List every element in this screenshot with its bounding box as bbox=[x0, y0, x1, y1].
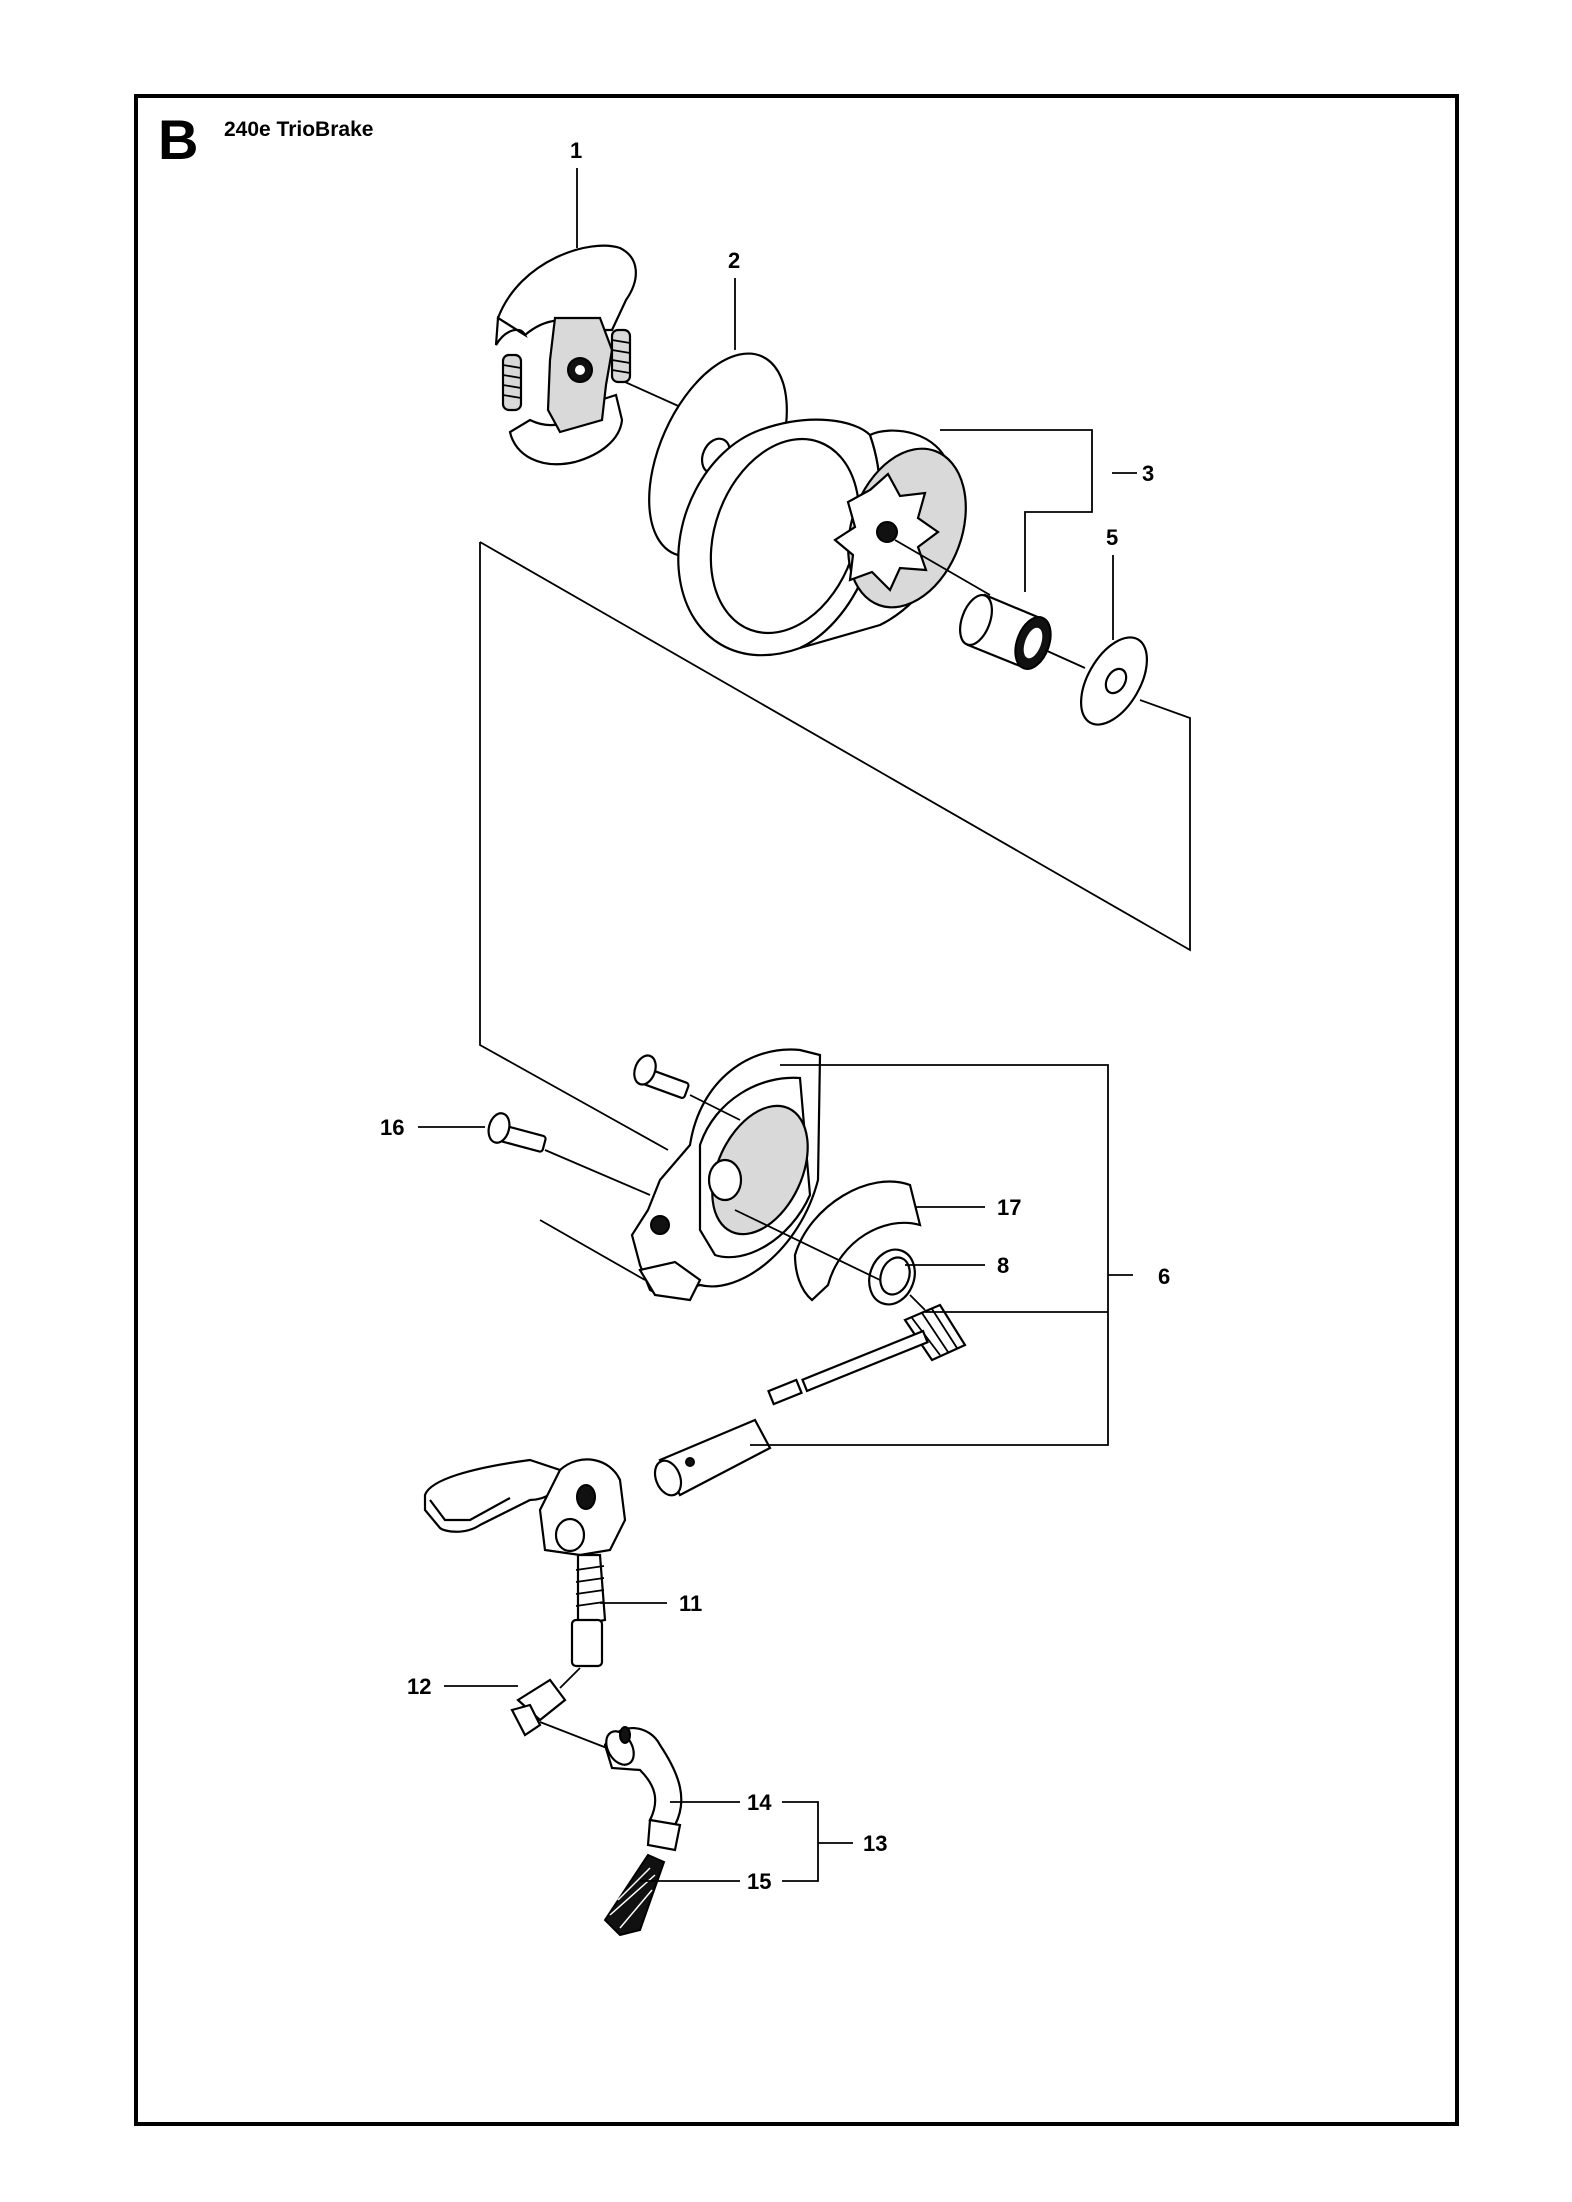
drawing-frame bbox=[134, 94, 1459, 2126]
callout-8: 8 bbox=[997, 1253, 1009, 1278]
callout-2: 2 bbox=[728, 248, 740, 273]
leader-lines bbox=[418, 168, 1137, 1882]
part-clutch-drum bbox=[677, 418, 991, 657]
callout-12: 12 bbox=[407, 1674, 431, 1699]
part-oil-pump-lever bbox=[423, 1458, 627, 1668]
part-oil-hose bbox=[603, 1726, 683, 1937]
callout-5: 5 bbox=[1106, 525, 1118, 550]
callout-3: 3 bbox=[1142, 461, 1154, 486]
callout-16: 16 bbox=[380, 1115, 404, 1140]
part-needle-bearing bbox=[959, 593, 1086, 670]
section-title: 240e TrioBrake bbox=[224, 118, 374, 141]
part-small-washer bbox=[1079, 636, 1149, 726]
callout-14: 14 bbox=[747, 1790, 772, 1815]
callout-1: 1 bbox=[570, 138, 582, 163]
callout-6: 6 bbox=[1158, 1264, 1170, 1289]
part-pump-shaft bbox=[653, 1209, 967, 1497]
part-brake-shoe bbox=[793, 1180, 922, 1302]
callout-15: 15 bbox=[747, 1869, 771, 1894]
part-clutch bbox=[494, 244, 706, 466]
callout-11: 11 bbox=[679, 1591, 702, 1616]
callout-13: 13 bbox=[863, 1831, 887, 1856]
part-screw bbox=[487, 1112, 651, 1196]
part-elbow-fitting bbox=[510, 1667, 613, 1751]
part-brake-housing bbox=[539, 1048, 822, 1302]
part-spring bbox=[868, 1248, 926, 1311]
section-letter: B bbox=[158, 108, 199, 171]
callout-labels: 1 2 3 5 6 8 11 12 13 14 15 16 17 bbox=[380, 138, 1170, 1894]
callout-17: 17 bbox=[997, 1195, 1021, 1220]
assembly-outline bbox=[479, 541, 1191, 1151]
part-screw-top bbox=[633, 1054, 741, 1121]
